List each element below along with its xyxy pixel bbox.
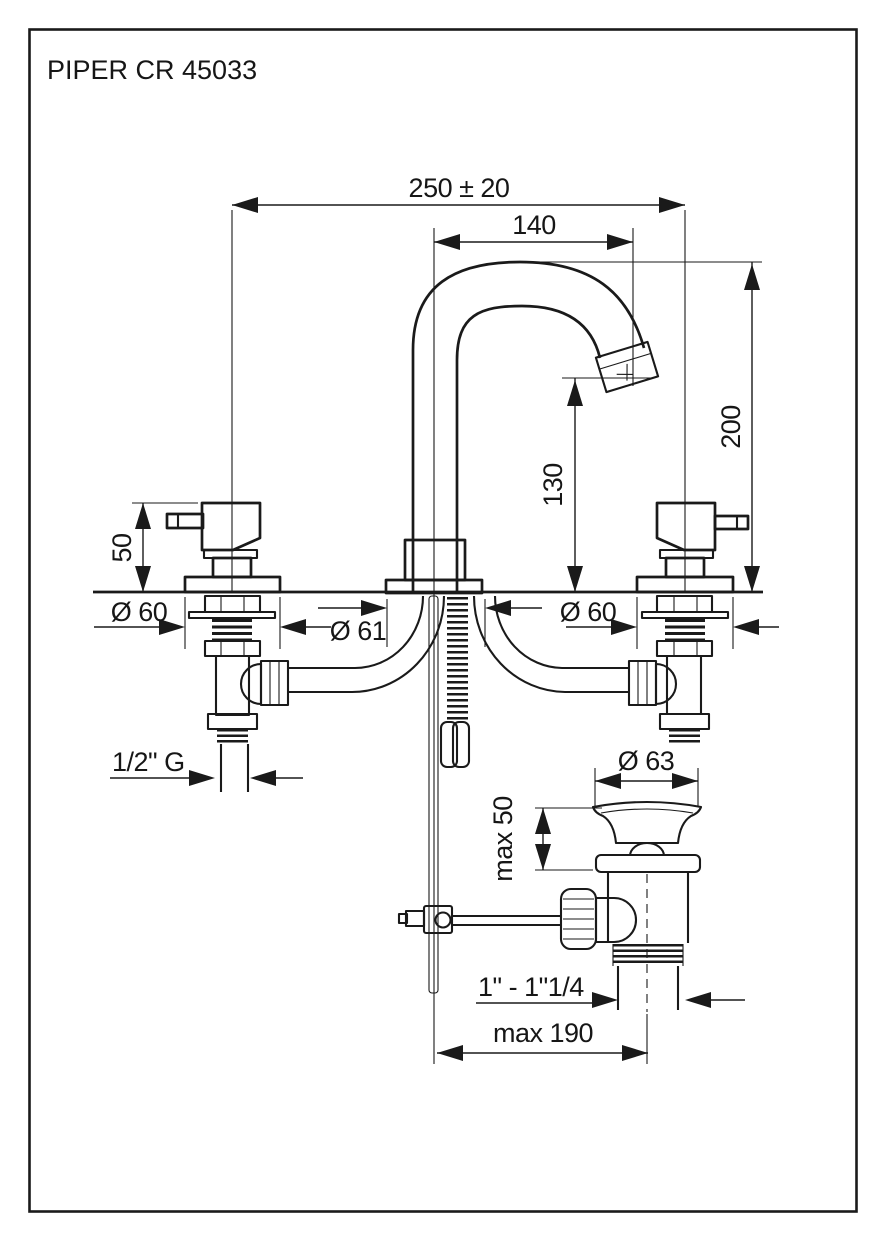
spout-connector-right bbox=[451, 720, 471, 769]
dim-center-distance-label: 250 ± 20 bbox=[409, 173, 510, 203]
left-outlet-cap bbox=[240, 662, 263, 706]
spout bbox=[384, 260, 660, 769]
right-valve-body bbox=[655, 501, 717, 552]
aerator bbox=[594, 340, 660, 394]
waste-lever-joint bbox=[594, 896, 638, 944]
right-outlet-nut bbox=[627, 659, 658, 707]
right-outlet-cap bbox=[654, 662, 677, 706]
dim-waste-flange-diameter: Ø 63 bbox=[594, 746, 699, 806]
dim-spout-base-diameter-label: Ø 61 bbox=[330, 616, 387, 646]
dim-supply-thread-label: 1/2" G bbox=[112, 747, 185, 777]
dim-center-distance: 250 ± 20 bbox=[232, 173, 685, 213]
dim-waste-max-offset: max 190 bbox=[437, 1014, 648, 1064]
dim-waste-thread-label: 1" - 1"1/4 bbox=[478, 972, 584, 1002]
dim-waste-thread: 1" - 1"1/4 bbox=[476, 972, 745, 1008]
dim-waste-max-depth: max 50 bbox=[488, 796, 602, 882]
dim-spout-projection-label: 140 bbox=[512, 210, 556, 240]
dim-spout-top-height-label: 200 bbox=[716, 405, 746, 449]
supply-hoses bbox=[288, 595, 629, 694]
dim-waste-flange-diameter-label: Ø 63 bbox=[618, 746, 675, 776]
dim-waste-max-offset-label: max 190 bbox=[493, 1018, 593, 1048]
right-valve bbox=[627, 501, 750, 745]
left-outlet-nut bbox=[259, 659, 290, 707]
dim-spout-projection: 140 bbox=[434, 210, 634, 386]
right-valve-flange bbox=[635, 575, 735, 594]
left-valve-body bbox=[200, 501, 262, 552]
dim-spout-top-height: 200 bbox=[528, 261, 762, 592]
left-lever bbox=[165, 512, 205, 530]
spout-base-flange bbox=[384, 578, 484, 595]
product-title: PIPER CR 45033 bbox=[47, 55, 257, 85]
waste-flange bbox=[591, 800, 703, 845]
left-valve bbox=[165, 501, 290, 792]
left-valve-flange bbox=[183, 575, 282, 594]
dim-waste-max-depth-label: max 50 bbox=[488, 796, 518, 882]
waste-washer bbox=[594, 853, 702, 874]
spout-connector-left bbox=[439, 720, 459, 769]
dim-spout-outlet-height: 130 bbox=[538, 377, 651, 592]
dim-handle-height-label: 50 bbox=[107, 533, 137, 562]
dim-spout-base-diameter: Ø 61 bbox=[318, 599, 542, 647]
dim-left-base-diameter-label: Ø 60 bbox=[111, 597, 168, 627]
dim-right-base-diameter: Ø 60 bbox=[560, 597, 779, 649]
waste-plug-dome bbox=[628, 841, 666, 857]
pop-up-rod bbox=[397, 595, 562, 994]
dim-right-base-diameter-label: Ø 60 bbox=[560, 597, 617, 627]
drawing-border bbox=[28, 28, 858, 1213]
dim-spout-outlet-height-label: 130 bbox=[538, 463, 568, 507]
clamp-screw bbox=[434, 911, 452, 929]
dim-supply-thread: 1/2" G bbox=[110, 747, 303, 786]
dim-left-base-diameter: Ø 60 bbox=[94, 597, 331, 649]
right-lever bbox=[713, 514, 750, 531]
waste-assembly bbox=[559, 800, 703, 1012]
faucet-drawing bbox=[93, 210, 763, 1064]
dimensions: 250 ± 20 140 200 130 bbox=[94, 173, 779, 1064]
dim-handle-height: 50 bbox=[107, 502, 198, 592]
